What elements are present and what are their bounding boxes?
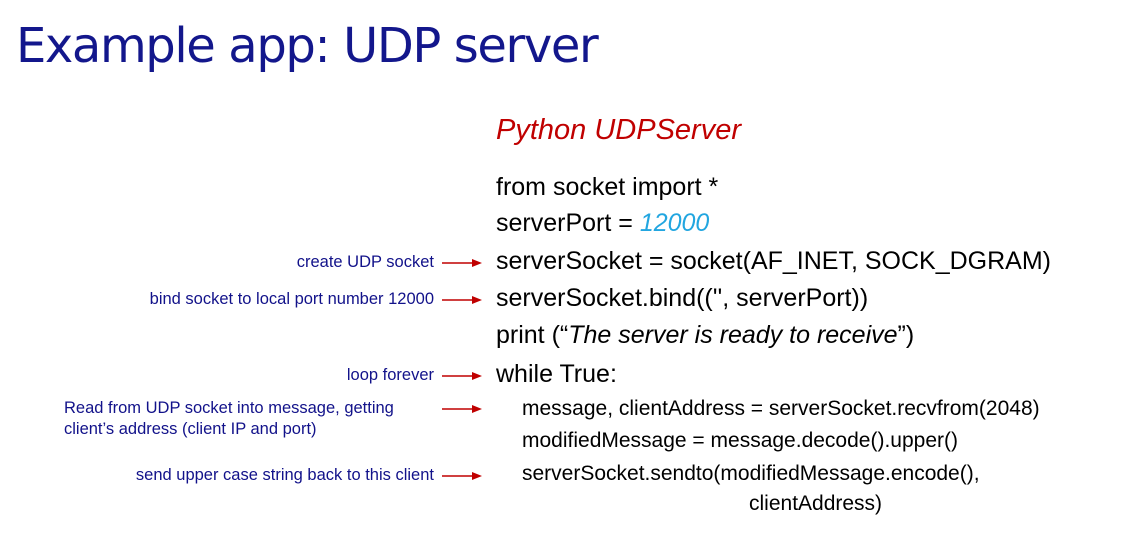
code-line-sendto: serverSocket.sendto(modifiedMessage.enco…: [522, 462, 980, 485]
code-line-import: from socket import *: [496, 173, 719, 201]
code-text: print (“: [496, 321, 569, 349]
code-text: ”): [897, 321, 915, 349]
code-text: serverPort =: [496, 209, 640, 237]
arrow-right-icon: [442, 405, 482, 413]
code-line-upper: modifiedMessage = message.decode().upper…: [522, 429, 958, 452]
arrow-right-icon: [442, 296, 482, 304]
annotation-line: client’s address (client IP and port): [64, 420, 317, 438]
annotation-line: Read from UDP socket into message, getti…: [64, 399, 394, 417]
code-line-while: while True:: [496, 360, 617, 388]
code-line-client-address: clientAddress): [749, 492, 883, 515]
arrow-right-icon: [442, 372, 482, 380]
annotation-loop-forever: loop forever: [346, 366, 434, 384]
annotation-send-back: send upper case string back to this clie…: [135, 466, 434, 484]
annotation-bind-socket: bind socket to local port number 12000: [149, 290, 434, 308]
arrow-right-icon: [442, 472, 482, 480]
code-line-create-socket: serverSocket = socket(AF_INET, SOCK_DGRA…: [496, 247, 1052, 275]
slide-title: Example app: UDP server: [16, 18, 599, 74]
code-line-print: print (“The server is ready to receive”): [496, 323, 914, 348]
code-line-recvfrom: message, clientAddress = serverSocket.re…: [522, 397, 1040, 420]
arrow-right-icon: [442, 259, 482, 267]
port-number: 12000: [639, 209, 710, 237]
code-subtitle: Python UDPServer: [496, 114, 741, 146]
code-line-bind: serverSocket.bind(('', serverPort)): [496, 284, 869, 312]
print-message: The server is ready to receive: [568, 321, 898, 349]
annotation-create-socket: create UDP socket: [296, 253, 434, 271]
code-line-server-port: serverPort = 12000: [496, 211, 709, 236]
annotation-read-socket: Read from UDP socket into message, getti…: [64, 398, 394, 440]
